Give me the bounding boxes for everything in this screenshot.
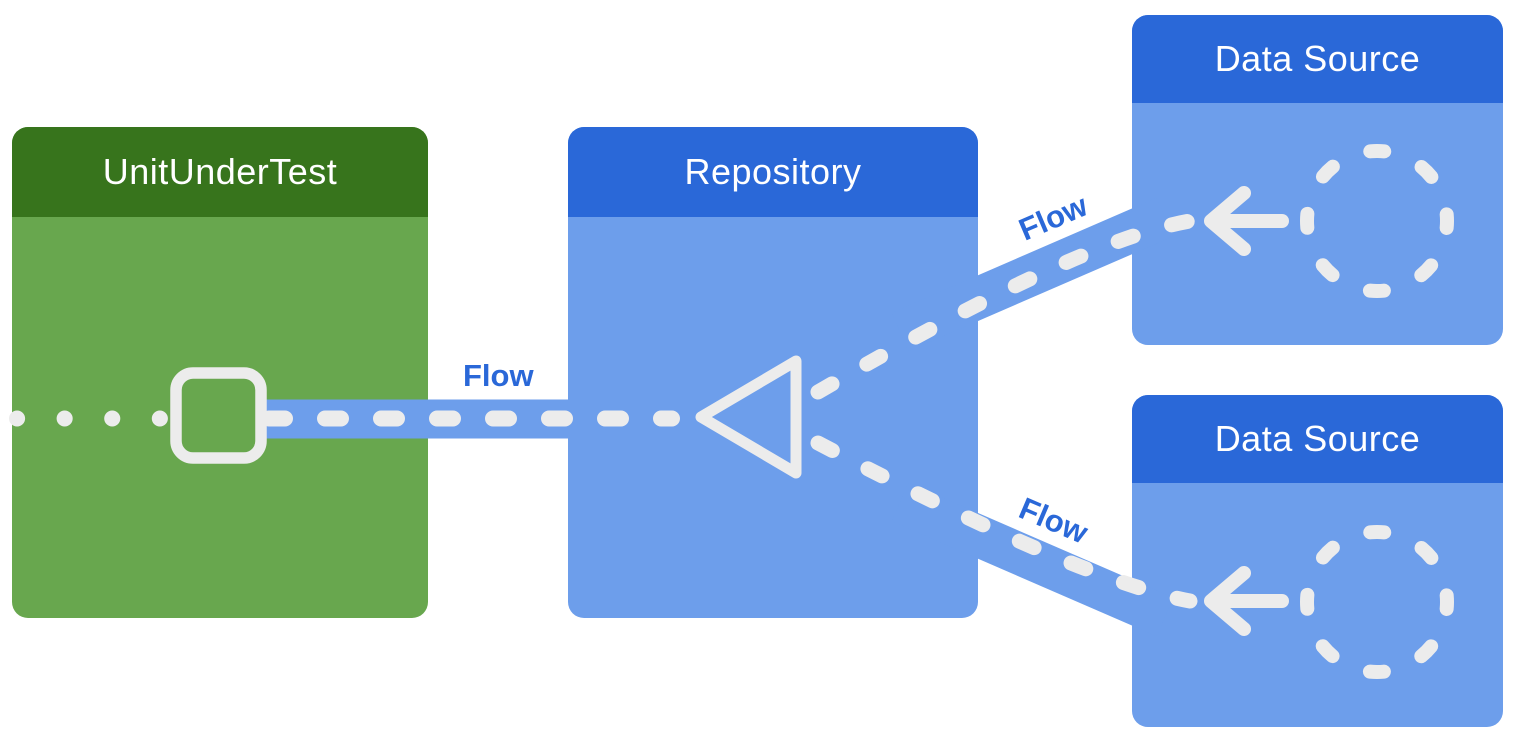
node-data-source-top-header: Data Source (1132, 15, 1503, 103)
node-data-source-bottom: Data Source (1132, 395, 1503, 727)
node-data-source-top-title: Data Source (1214, 38, 1421, 79)
flow-label-horizontal: Flow (463, 358, 534, 393)
node-data-source-top: Data Source (1132, 15, 1503, 345)
flow-label-upper: Flow (1013, 187, 1093, 248)
flow-label-lower: Flow (1014, 490, 1093, 551)
node-data-source-bottom-header: Data Source (1132, 395, 1503, 483)
node-unit-under-test-title: UnitUnderTest (102, 151, 338, 192)
node-repository: Repository (568, 127, 978, 618)
node-unit-under-test-header: UnitUnderTest (12, 127, 428, 217)
node-unit-under-test: UnitUnderTest (12, 127, 428, 618)
node-repository-header: Repository (568, 127, 978, 217)
node-data-source-bottom-title: Data Source (1214, 418, 1421, 459)
node-repository-title: Repository (684, 151, 862, 192)
